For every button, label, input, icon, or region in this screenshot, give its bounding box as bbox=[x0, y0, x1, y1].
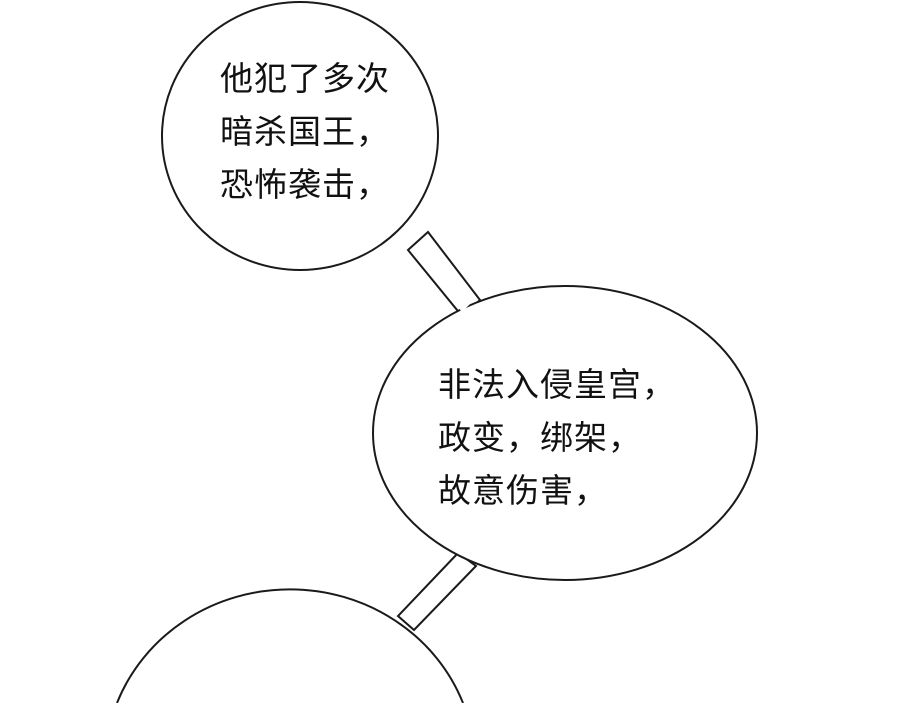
bubble-line: 他犯了多次 bbox=[220, 59, 390, 98]
bubble-line: 非法入侵皇宫， bbox=[438, 365, 676, 404]
bubble-line: 恐怖袭击， bbox=[220, 165, 390, 204]
bubble-line: 暗杀国王， bbox=[220, 112, 390, 151]
speech-bubble-1 bbox=[161, 1, 439, 271]
speech-bubble-3 bbox=[116, 588, 464, 703]
bubble-line: 政变，绑架， bbox=[438, 418, 642, 457]
bubble-line: 故意伤害， bbox=[438, 471, 608, 510]
speech-bubble-1-text: 他犯了多次 暗杀国王， 恐怖袭击， bbox=[220, 52, 390, 211]
speech-bubble-2-text: 非法入侵皇宫， 政变，绑架， 故意伤害， bbox=[438, 358, 676, 517]
speech-bubble-2 bbox=[372, 285, 758, 581]
